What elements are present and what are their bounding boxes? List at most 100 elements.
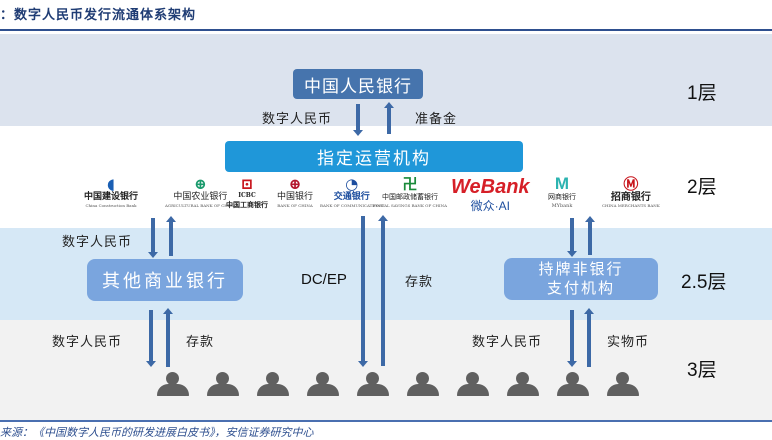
user-body: [157, 384, 189, 396]
user-icon: [207, 372, 239, 396]
source-note: 来源：《中国数字人民币的研发进展白皮书》，安信证券研究中心: [0, 426, 314, 439]
bank-name-en: BANK OF COMMUNICATIONS: [320, 203, 384, 208]
user-body: [207, 384, 239, 396]
user-icon: [307, 372, 339, 396]
bank-logo-psbc: 卍 中国邮政储蓄银行 POSTAL SAVINGS BANK OF CHINA: [373, 176, 447, 208]
user-body: [507, 384, 539, 396]
webank-wordmark: WeBank: [451, 176, 530, 198]
user-icon: [507, 372, 539, 396]
bank-logo-ccb: ◖ 中国建设银行 China Construction Bank: [84, 176, 138, 208]
bank-name-en: CHINA MERCHANTS BANK: [602, 203, 660, 208]
flow-label-digital-rmb: 数字人民币: [62, 235, 133, 250]
bank-logo-mybank: M 网商银行 MYbank: [548, 174, 576, 209]
user-head: [416, 372, 429, 385]
user-body: [257, 384, 289, 396]
bank-name: 交通银行: [333, 192, 370, 202]
user-icon: [257, 372, 289, 396]
bank-name: 中国建设银行: [84, 192, 139, 202]
user-body: [457, 384, 489, 396]
layer-3-band: [0, 320, 772, 420]
bank-name: 微众·AI: [470, 199, 510, 213]
other-commercial-banks-node: 其他商业银行: [87, 259, 243, 301]
pboc-node: 中国人民银行: [293, 69, 423, 99]
user-body: [407, 384, 439, 396]
user-head: [366, 372, 379, 385]
user-head: [266, 372, 279, 385]
bank-name: 中国农业银行: [173, 192, 228, 202]
layer-label-2: 2层: [687, 177, 717, 198]
up-arrow-icon: [584, 308, 594, 367]
user-head: [466, 372, 479, 385]
bank-name-en: ICBC: [238, 192, 256, 199]
bank-logo-boc: ⊕ 中国银行 BANK OF CHINA: [277, 176, 313, 208]
bank-logo-abc: ⊕ 中国农业银行 AGRICULTURAL BANK OF CHINA: [165, 176, 236, 208]
icbc-logo-icon: ⊡: [240, 175, 254, 193]
bank-name-en: MYbank: [551, 203, 573, 209]
bank-name: 中国工商银行: [226, 200, 268, 209]
user-icon: [357, 372, 389, 396]
bocom-logo-icon: ◔: [345, 175, 359, 193]
down-arrow-icon: [567, 218, 577, 257]
webank-logo-icon: WeBank: [451, 177, 530, 197]
user-icon: [457, 372, 489, 396]
user-body: [307, 384, 339, 396]
bank-name: 网商银行: [548, 193, 576, 201]
down-arrow-icon: [353, 104, 363, 136]
down-arrow-icon: [146, 310, 156, 367]
down-arrow-icon: [358, 216, 368, 367]
user-icon: [407, 372, 439, 396]
psbc-logo-icon: 卍: [402, 175, 418, 193]
down-arrow-icon: [148, 218, 158, 258]
user-head: [166, 372, 179, 385]
user-body: [357, 384, 389, 396]
bank-name: 中国银行: [277, 192, 314, 202]
ccb-logo-icon: ◖: [107, 175, 115, 193]
user-head: [616, 372, 629, 385]
bank-name: 中国邮政储蓄银行: [382, 193, 438, 201]
user-icon: [157, 372, 189, 396]
user-head: [216, 372, 229, 385]
bank-logo-icbc: ⊡ ICBC 中国工商银行: [226, 176, 268, 210]
bank-logo-bocom: ◔ 交通银行 BANK OF COMMUNICATIONS: [320, 176, 383, 208]
layer-label-2-5: 2.5层: [681, 272, 727, 293]
layer-label-1: 1层: [687, 83, 717, 104]
bank-logo-webank: WeBank 微众·AI: [451, 177, 530, 214]
flow-label-digital-rmb: 数字人民币: [52, 335, 123, 350]
user-body: [557, 384, 589, 396]
user-body: [607, 384, 639, 396]
flow-label-digital-rmb: 数字人民币: [262, 112, 333, 127]
up-arrow-icon: [378, 215, 388, 366]
flow-label-digital-rmb: 数字人民币: [472, 335, 543, 350]
bottom-divider: [0, 420, 772, 422]
user-head: [516, 372, 529, 385]
flow-label-cash: 实物币: [607, 335, 650, 350]
node-label-line-1: 持牌非银行: [538, 260, 624, 278]
bank-name-en: BANK OF CHINA: [277, 203, 313, 208]
boc-logo-icon: ⊕: [288, 175, 302, 193]
flow-label-reserve: 准备金: [415, 112, 458, 127]
up-arrow-icon: [585, 216, 595, 255]
bank-name-en: China Construction Bank: [85, 203, 137, 208]
flow-label-deposit: 存款: [405, 275, 434, 290]
layer-label-3: 3层: [687, 360, 717, 381]
down-arrow-icon: [567, 310, 577, 367]
bank-name: 招商银行: [610, 192, 651, 203]
bank-name-en: AGRICULTURAL BANK OF CHINA: [165, 203, 236, 208]
node-label-line-2: 支付机构: [546, 279, 615, 297]
designated-operators-node: 指定运营机构: [225, 141, 523, 172]
licensed-payment-institutions-node: 持牌非银行 支付机构: [504, 258, 658, 300]
abc-logo-icon: ⊕: [194, 175, 207, 193]
figure-title: ：数字人民币发行流通体系架构: [0, 8, 197, 23]
user-icon: [557, 372, 589, 396]
user-icon: [607, 372, 639, 396]
flow-label-deposit: 存款: [186, 335, 215, 350]
up-arrow-icon: [166, 216, 176, 256]
dcep-label: DC/EP: [301, 271, 347, 288]
user-head: [316, 372, 329, 385]
bank-logo-cmb: Ⓜ 招商银行 CHINA MERCHANTS BANK: [602, 176, 660, 208]
bank-name-en: POSTAL SAVINGS BANK OF CHINA: [373, 203, 448, 208]
mybank-logo-icon: M: [554, 174, 570, 193]
up-arrow-icon: [384, 102, 394, 134]
up-arrow-icon: [163, 308, 173, 367]
cmb-logo-icon: Ⓜ: [623, 175, 639, 193]
